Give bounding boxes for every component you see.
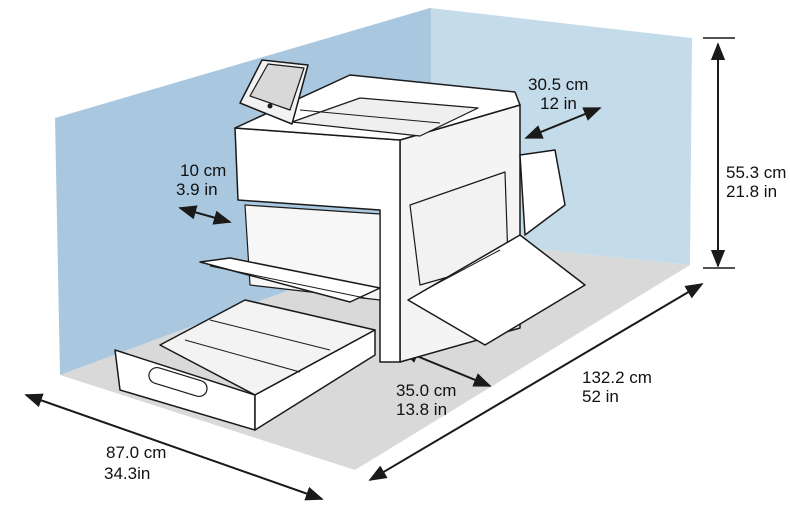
dimension-labels: 10 cm 3.9 in 30.5 cm 12 in 55.3 cm 21.8 … [104,75,786,483]
rear-clearance-arrow [524,107,602,139]
total-length-cm-label: 132.2 cm [582,368,652,387]
paper-drawer [114,299,376,431]
total-width-in-label: 34.3in [104,464,150,483]
drawer-side [254,329,376,431]
rear-door [519,149,566,236]
control-panel [239,59,309,125]
total-length-in-label: 52 in [582,387,619,406]
paper-guide-2 [209,319,331,351]
top-edge-detail [299,109,441,124]
home-button-icon [267,103,273,109]
total-length-dimension-line [368,283,704,481]
dimension-lines [24,37,735,501]
bypass-tray [199,257,381,303]
left-clearance-cm-label: 10 cm [180,161,226,180]
front-clearance-in-label: 13.8 in [396,400,447,419]
touch-screen [249,63,305,111]
total-width-cm-label: 87.0 cm [106,443,166,462]
height-cm-label: 55.3 cm [726,163,786,182]
rear-clearance-cm-label: 30.5 cm [528,75,588,94]
side-door-strap [424,249,501,291]
bypass-tray-edge [209,265,366,299]
height-in-label: 21.8 in [726,182,777,201]
output-tray [291,97,479,137]
left-clearance-in-label: 3.9 in [176,180,218,199]
paper-guide [184,339,301,373]
side-door [407,171,586,346]
rear-clearance-in-label: 12 in [540,94,577,113]
total-width-dimension-line [24,393,324,501]
drawer-handle [148,366,208,398]
front-clearance-cm-label: 35.0 cm [396,381,456,400]
side-door-panel [407,234,586,346]
printer [114,59,586,431]
left-clearance-arrow [178,205,232,225]
